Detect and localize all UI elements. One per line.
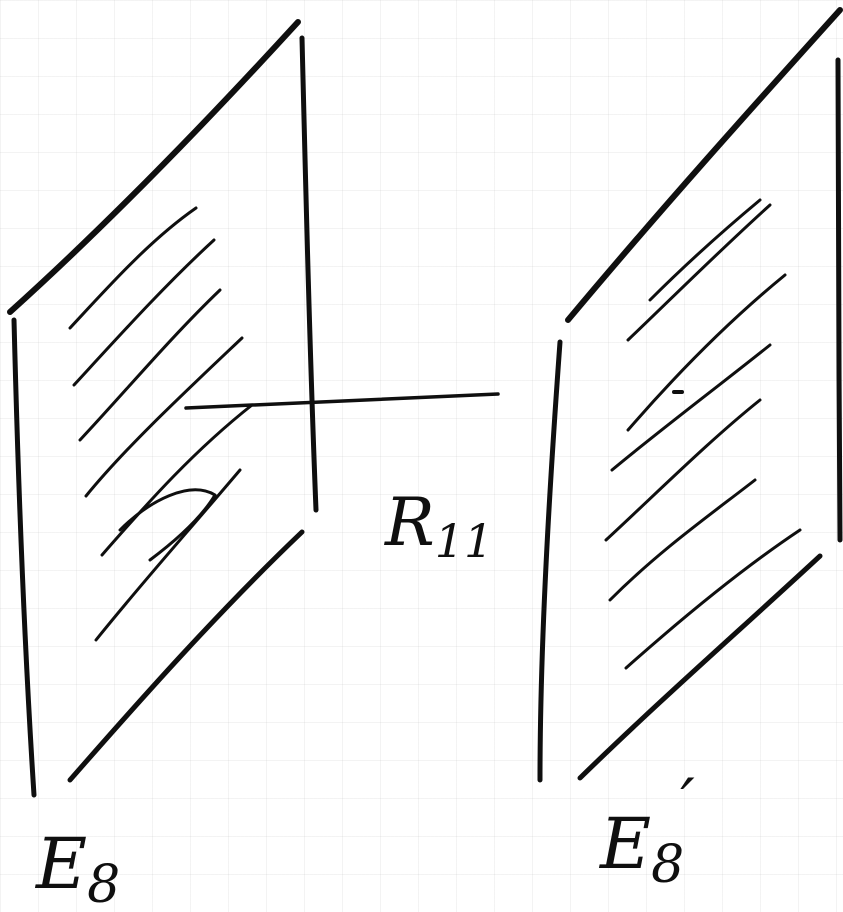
left-plane-right-edge [299,35,319,513]
connector-label: R11 [384,484,493,568]
left-plane-label: E8 [34,823,120,912]
left-plane-left-edge [11,317,37,798]
hatch-line [78,288,222,442]
hatch-line [604,398,762,542]
hatch-line [72,238,216,387]
connector-line [184,392,500,410]
left-plane-hatching [68,206,254,642]
hatch-line [610,343,772,472]
right-plane-label: E8′ [598,766,695,895]
hatch-line [648,198,762,302]
right-plane-right-edge [835,57,843,543]
hatch-line [94,468,242,642]
hatch-line [608,478,757,602]
connector [184,392,500,410]
right-plane-left-edge [537,339,563,783]
hatch-line [624,528,802,670]
hatch-line [100,403,254,557]
left-plane-bottom-edge [67,529,305,783]
left-plane [7,19,319,798]
hatch-line [84,336,244,498]
hatch-line [626,273,787,432]
right-plane-top-edge [565,7,843,323]
right-plane-hatching [604,198,802,670]
hatch-line [68,206,198,330]
hatch-line [118,488,217,562]
right-plane [537,7,843,783]
hatch-line [626,203,772,342]
left-plane-top-edge [7,19,301,315]
right-plane-bottom-edge [577,553,823,781]
